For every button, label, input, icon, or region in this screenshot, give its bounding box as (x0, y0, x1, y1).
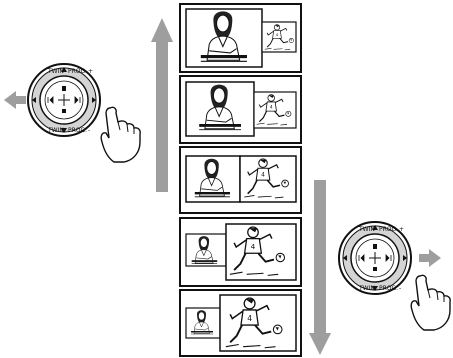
left-dial-right-arrow-icon (92, 97, 96, 103)
right-dial-center-icons (358, 244, 392, 271)
right-dial-top-prog-label: PROG. (379, 226, 398, 233)
right-dial-left-arrow-icon (343, 255, 347, 261)
screen-2 (179, 75, 302, 144)
right-dial-down-arrow-icon (372, 286, 378, 291)
right-dial-bottom-symbol: - (399, 285, 401, 292)
down-direction-arrow (309, 180, 331, 355)
screen-5 (179, 289, 302, 357)
left-dial-bottom-label: TWIN (47, 127, 64, 134)
left-dial-up-arrow-icon (61, 67, 67, 72)
left-dial-down-arrow-icon (61, 128, 67, 133)
left-dial-top-symbol: + (88, 68, 93, 75)
right-dial-top-symbol: + (399, 226, 404, 233)
left-remote-control: TWIN PROG. + TWIN PROG. - (4, 63, 141, 163)
left-dial-center-icons (47, 86, 81, 113)
up-direction-arrow (151, 18, 173, 192)
left-dial-bottom-symbol: - (88, 127, 90, 134)
right-dial-right-arrow-icon (403, 255, 407, 261)
right-remote-control: TWIN PROG. + TWIN PROG. - (338, 221, 451, 331)
right-arrow-icon (419, 249, 441, 267)
right-hand-icon (410, 274, 451, 331)
right-remote-dial[interactable]: TWIN PROG. + TWIN PROG. - (338, 221, 412, 295)
screen-4 (179, 217, 302, 287)
screen-1 (179, 3, 302, 73)
left-dial-top-prog-label: PROG. (68, 68, 87, 75)
right-dial-bottom-prog-label: PROG. (379, 285, 398, 292)
left-dial-top-label: TWIN (47, 68, 64, 75)
left-dial-bottom-prog-label: PROG. (68, 127, 87, 134)
right-dial-bottom-label: TWIN (358, 285, 375, 292)
left-dial-left-arrow-icon (32, 97, 36, 103)
left-remote-dial[interactable]: TWIN PROG. + TWIN PROG. - (27, 63, 101, 137)
right-dial-top-label: TWIN (358, 226, 375, 233)
screen-3 (179, 146, 302, 214)
right-dial-up-arrow-icon (372, 225, 378, 230)
left-arrow-icon (4, 91, 26, 109)
left-hand-icon (100, 106, 141, 163)
